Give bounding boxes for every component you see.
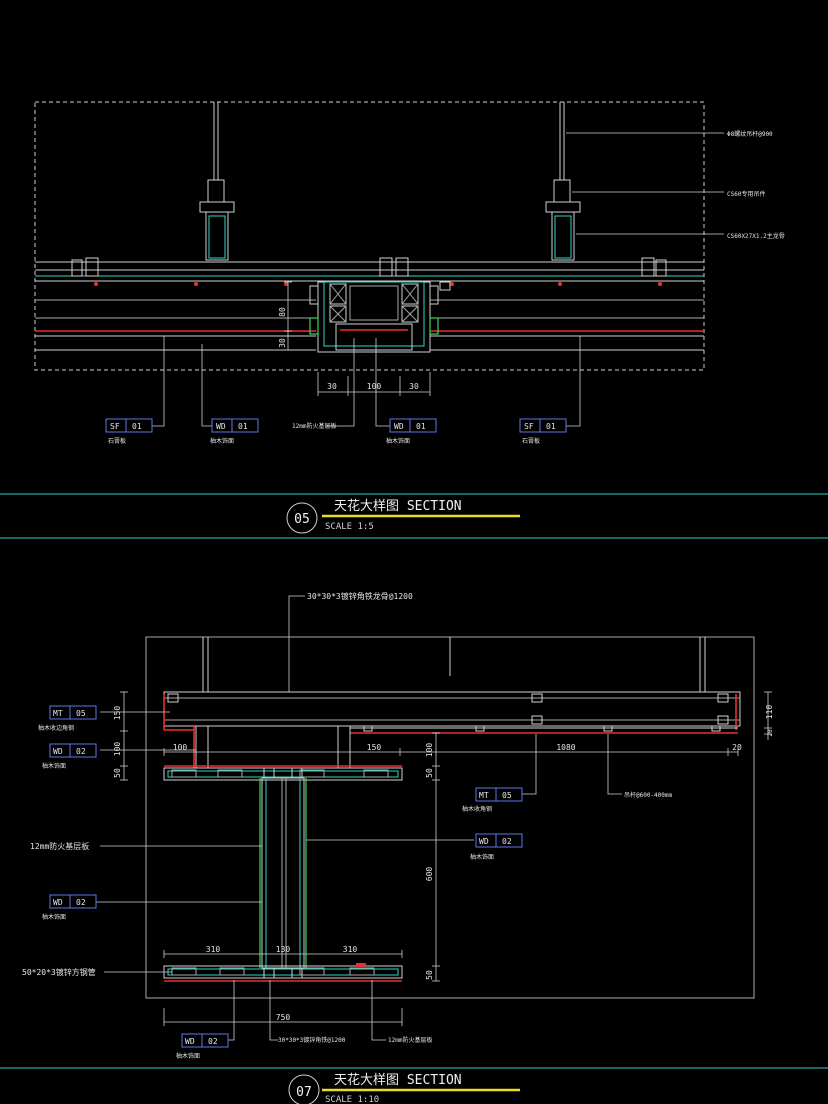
svg-text:石膏板: 石膏板	[522, 437, 540, 445]
svg-text:SF: SF	[524, 422, 534, 431]
section-title-07: 天花大样图 SECTION	[334, 1072, 462, 1088]
dim-07-mid-600: 600	[425, 867, 434, 882]
svg-text:WD: WD	[216, 422, 226, 431]
svg-text:柚木饰面: 柚木饰面	[470, 853, 494, 861]
callout-07-top: 30*30*3镀锌角铁龙骨@1200	[307, 591, 413, 601]
section-05: 80 30 30 100 30 Φ8螺纹吊杆@900 CS60专用吊件 CS60…	[0, 101, 828, 539]
dim-07-bot-310a: 310	[206, 945, 221, 954]
label-07-fire-board: 12mm防火基层板	[30, 841, 89, 851]
svg-text:WD: WD	[53, 747, 63, 756]
dim-07-bot-310b: 310	[343, 945, 358, 954]
svg-text:02: 02	[502, 837, 512, 846]
section-scale-05: SCALE 1:5	[325, 522, 374, 532]
tag-07-wd-02-right: WD 02 柚木饰面	[470, 833, 523, 861]
note-07-bottom-a: 30*30*3镀锌角铁@1200	[278, 1036, 346, 1044]
svg-text:MT: MT	[53, 709, 63, 718]
svg-text:WD: WD	[394, 422, 404, 431]
dim-07-right-20: 20	[767, 729, 774, 737]
svg-text:WD: WD	[53, 898, 63, 907]
tag-07-wd-02-bottom: WD 02 柚木饰面	[176, 1033, 229, 1060]
dim-05-100: 100	[367, 382, 382, 391]
svg-text:01: 01	[132, 422, 142, 431]
svg-text:柚木饰面: 柚木饰面	[386, 437, 410, 445]
svg-text:SF: SF	[110, 422, 120, 431]
note-07-bottom-b: 12mm防火基层板	[388, 1036, 432, 1044]
note-05-board: 12mm防火基层板	[292, 422, 336, 430]
label-07-steel-bottom: 50*20*3镀锌方钢管	[22, 967, 96, 977]
tag-05-sf-01-right: SF 01 石膏板	[519, 418, 567, 445]
section-07: 30*30*3镀锌角铁龙骨@1200	[0, 591, 828, 1104]
tag-05-wd-01-left: WD 01 柚木饰面	[210, 418, 259, 445]
svg-text:柚木收边角钢: 柚木收边角钢	[38, 724, 74, 732]
svg-text:02: 02	[208, 1037, 218, 1046]
svg-text:WD: WD	[185, 1037, 195, 1046]
tag-07-wd-02-left-top: WD 02 柚木饰面	[42, 743, 97, 770]
section-05-boundary	[34, 101, 705, 371]
svg-text:05: 05	[76, 709, 86, 718]
svg-text:01: 01	[416, 422, 426, 431]
svg-text:01: 01	[238, 422, 248, 431]
tag-05-wd-01-right: WD 01 柚木饰面	[386, 418, 437, 445]
dim-05-30a: 30	[327, 382, 337, 391]
dim-07-mid-50b: 50	[425, 970, 434, 980]
tag-07-mt-05-right: MT 05 柚木收角钢	[462, 787, 523, 813]
dim-07-bot-130: 130	[276, 945, 291, 954]
dim-07-bot-750: 750	[276, 1013, 291, 1022]
dim-05-80: 80	[278, 307, 287, 317]
callout-hanger: CS60专用吊件	[727, 190, 765, 198]
svg-text:柚木饰面: 柚木饰面	[210, 437, 234, 445]
dim-05-30: 30	[278, 338, 287, 348]
svg-text:01: 01	[546, 422, 556, 431]
tag-07-mt-05-left: MT 05 柚木收边角钢	[38, 705, 97, 732]
dim-07-top-20: 20	[732, 743, 742, 752]
title-circle-05	[286, 502, 318, 534]
svg-text:石膏板: 石膏板	[108, 437, 126, 445]
dim-07-mid-50: 50	[425, 768, 434, 778]
section-scale-07: SCALE 1:10	[325, 1095, 379, 1104]
dim-07-top-1080: 1080	[556, 743, 575, 752]
dim-07-right-110: 110	[765, 705, 774, 720]
tag-07-wd-02-left-mid: WD 02 柚木饰面	[42, 894, 97, 921]
svg-text:柚木收角钢: 柚木收角钢	[462, 805, 492, 813]
note-07-right: 吊杆@600-400mm	[624, 791, 673, 799]
svg-text:02: 02	[76, 898, 86, 907]
section-number-07: 07	[296, 1085, 312, 1100]
svg-text:柚木饰面: 柚木饰面	[42, 913, 66, 921]
svg-text:柚木饰面: 柚木饰面	[176, 1052, 200, 1060]
callout-rod: Φ8螺纹吊杆@900	[727, 130, 773, 138]
svg-text:05: 05	[502, 791, 512, 800]
svg-text:02: 02	[76, 747, 86, 756]
dim-07-left-150: 150	[113, 706, 122, 721]
dim-07-top-100: 100	[173, 743, 188, 752]
title-circle-07	[288, 1074, 320, 1104]
dim-07-left-100: 100	[113, 742, 122, 757]
dim-07-left-50: 50	[113, 768, 122, 778]
svg-text:MT: MT	[479, 791, 489, 800]
tag-05-sf-01-left: SF 01 石膏板	[105, 418, 153, 445]
dim-07-top-150: 150	[367, 743, 382, 752]
svg-text:WD: WD	[479, 837, 489, 846]
callout-main-keel: CS60X27X1.2主龙骨	[727, 232, 785, 240]
section-title-05: 天花大样图 SECTION	[334, 498, 462, 514]
svg-text:柚木饰面: 柚木饰面	[42, 762, 66, 770]
section-number-05: 05	[294, 512, 310, 527]
dim-05-30b: 30	[409, 382, 419, 391]
dim-07-mid-100: 100	[425, 743, 434, 758]
